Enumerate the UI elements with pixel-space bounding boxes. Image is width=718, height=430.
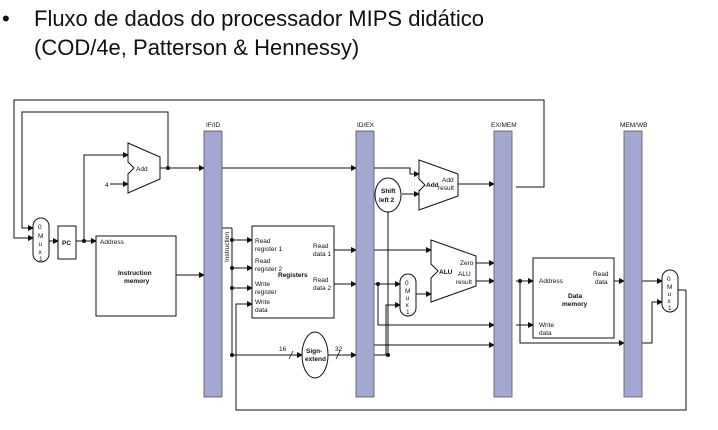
if-adder: Add — [127, 142, 161, 194]
write-back-mux: 0 M u x 1 — [661, 269, 679, 313]
svg-text:1: 1 — [406, 309, 410, 316]
data-memory: Address Read data Data memory Write data — [532, 257, 615, 339]
instruction-memory: Address Instruction memory — [95, 235, 177, 317]
svg-text:Instruction: Instruction — [118, 270, 152, 277]
svg-text:u: u — [39, 241, 43, 248]
svg-text:Add: Add — [426, 182, 439, 189]
alu-src-mux: 0 M u x 1 — [399, 273, 417, 317]
svg-text:Read: Read — [255, 238, 271, 245]
svg-text:ALU: ALU — [458, 271, 471, 278]
svg-text:1: 1 — [39, 256, 43, 263]
stage-label-ex-mem: EX/MEM — [491, 122, 517, 129]
pipeline-register-ex-mem — [493, 130, 513, 398]
svg-text:register: register — [255, 289, 278, 296]
svg-text:Write: Write — [255, 281, 270, 288]
title-line-1: Fluxo de dados do processador MIPS didát… — [34, 6, 485, 31]
svg-text:register 1: register 1 — [255, 246, 282, 253]
svg-text:data: data — [539, 330, 552, 337]
svg-text:Sign-: Sign- — [306, 348, 322, 355]
pipeline-register-if-id — [203, 130, 223, 398]
svg-text:Registers: Registers — [278, 272, 308, 279]
svg-text:data 2: data 2 — [313, 285, 331, 292]
svg-text:Data: Data — [568, 293, 582, 300]
svg-text:Read: Read — [255, 258, 271, 265]
svg-text:memory: memory — [562, 301, 588, 308]
svg-text:result: result — [456, 279, 472, 286]
pc-register: PC — [57, 225, 77, 260]
svg-text:register 2: register 2 — [255, 266, 282, 273]
svg-text:Write: Write — [539, 322, 554, 329]
svg-text:M: M — [38, 233, 43, 240]
title-line-2: (COD/4e, Patterson & Hennessy) — [34, 35, 360, 60]
svg-text:1: 1 — [668, 305, 672, 312]
svg-text:memory: memory — [124, 278, 150, 285]
svg-text:left 2: left 2 — [379, 197, 395, 204]
bus-width-ticks — [288, 350, 341, 360]
svg-text:x: x — [39, 249, 43, 256]
stage-label-mem-wb: MEM/WB — [620, 122, 647, 129]
bullet-point: • — [2, 6, 10, 31]
svg-text:Add: Add — [136, 166, 148, 173]
bits-in-label: 16 — [279, 346, 287, 353]
svg-text:Address: Address — [539, 278, 564, 285]
stage-label-id-ex: ID/EX — [357, 122, 375, 129]
register-file: Read register 1 Read register 2 Write re… — [251, 225, 335, 319]
svg-text:data: data — [595, 279, 608, 286]
svg-text:ALU: ALU — [439, 269, 453, 276]
instruction-bus-label: Instruction — [224, 232, 231, 262]
svg-text:u: u — [668, 291, 672, 298]
svg-text:data: data — [255, 307, 268, 314]
const-four-label: 4 — [105, 182, 109, 189]
shift-left-2: Shift left 2 — [374, 177, 402, 213]
svg-text:x: x — [406, 302, 410, 309]
pipeline-register-id-ex — [355, 130, 375, 398]
svg-text:result: result — [438, 185, 454, 192]
stage-label-if-id: IF/ID — [206, 122, 220, 129]
svg-text:0: 0 — [38, 224, 42, 231]
pipeline-register-mem-wb — [623, 130, 643, 398]
bits-out-label: 32 — [335, 346, 343, 353]
svg-text:PC: PC — [62, 240, 71, 247]
svg-text:extend: extend — [305, 356, 326, 363]
wire-junctions — [82, 166, 522, 357]
svg-text:Write: Write — [255, 299, 270, 306]
svg-text:Read: Read — [313, 277, 329, 284]
svg-text:Read: Read — [313, 243, 329, 250]
svg-text:u: u — [406, 295, 410, 302]
svg-text:Zero: Zero — [460, 260, 474, 267]
svg-text:data 1: data 1 — [313, 251, 331, 258]
svg-text:Address: Address — [100, 239, 125, 246]
svg-text:0: 0 — [667, 276, 671, 283]
svg-text:Shift: Shift — [381, 188, 396, 195]
svg-text:0: 0 — [405, 280, 409, 287]
svg-text:x: x — [668, 298, 672, 305]
svg-text:Add: Add — [442, 177, 454, 184]
ex-adder: Add Add result — [418, 159, 459, 211]
pc-mux: 0 M u x 1 — [32, 217, 50, 263]
svg-text:M: M — [405, 288, 410, 295]
slide-title: • Fluxo de dados do processador MIPS did… — [2, 2, 712, 66]
sign-extend-unit: Sign- extend — [301, 331, 329, 379]
pipeline-registers: IF/ID ID/EX EX/MEM MEM/WB — [203, 122, 647, 398]
svg-text:M: M — [667, 284, 672, 291]
alu: ALU Zero ALU result — [430, 239, 477, 303]
svg-text:Read: Read — [593, 271, 609, 278]
